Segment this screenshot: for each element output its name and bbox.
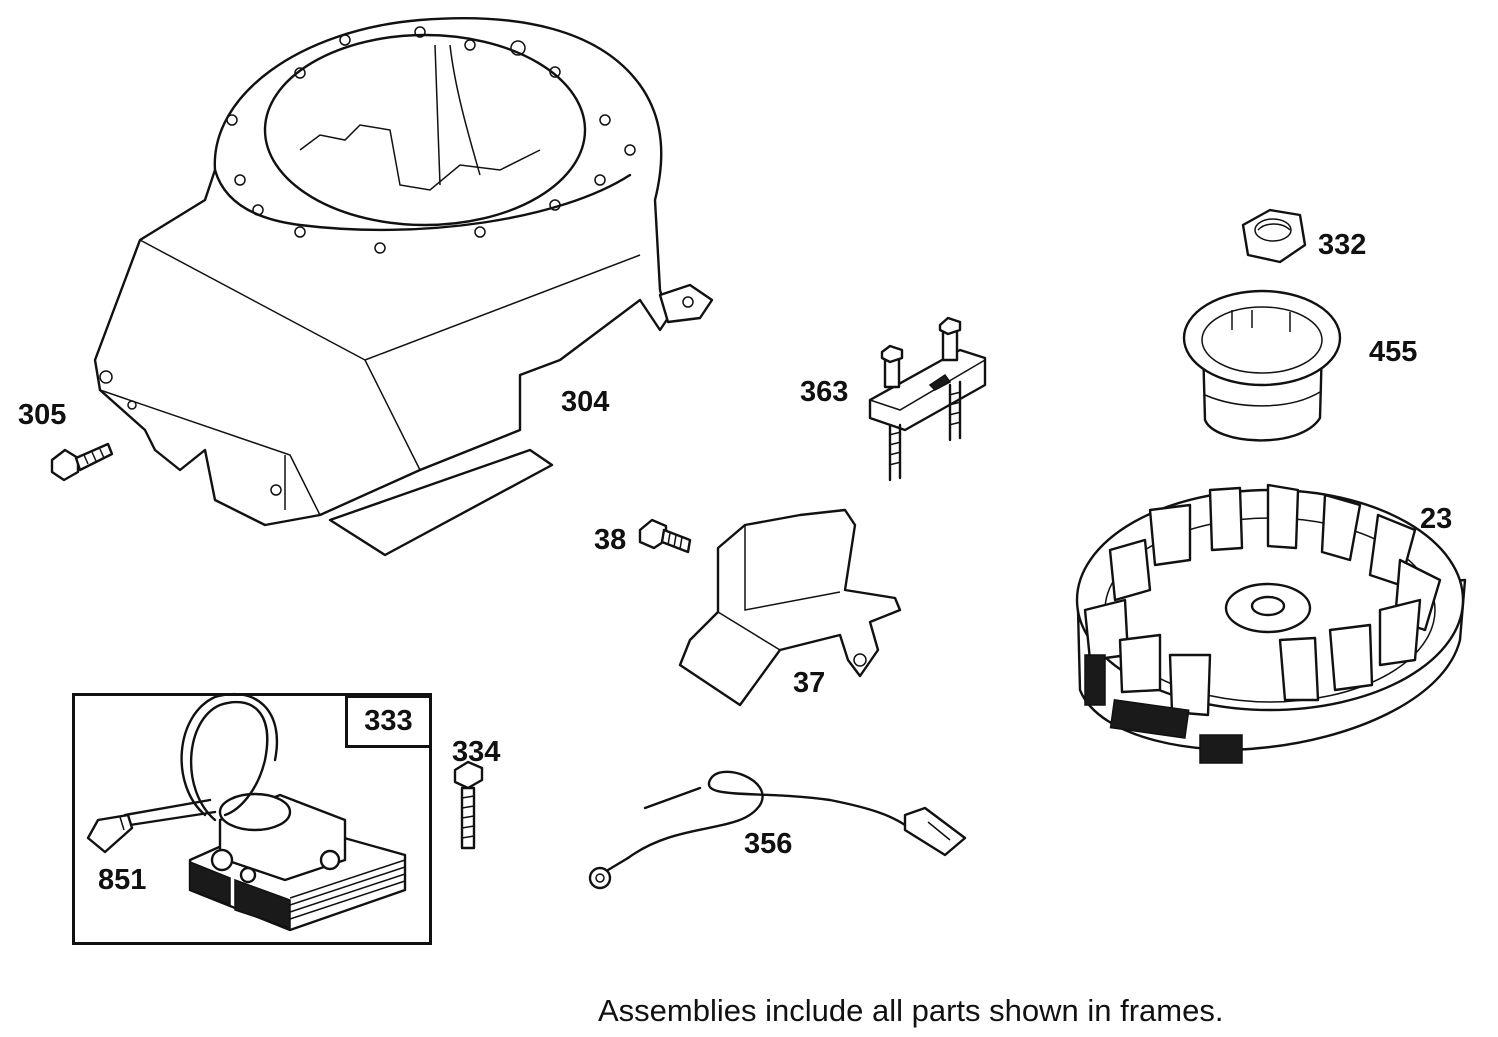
callout-304: 304 — [561, 386, 610, 418]
callout-37: 37 — [793, 667, 826, 699]
nut-part — [1241, 208, 1307, 264]
screw-334-part — [453, 760, 484, 850]
callout-334: 334 — [452, 736, 501, 768]
callout-356: 356 — [744, 828, 793, 860]
assembly-number-box: 333 — [345, 695, 432, 748]
callout-332: 332 — [1318, 229, 1367, 261]
air-guide-part — [678, 508, 902, 707]
blower-housing-part — [93, 17, 714, 557]
callout-851: 851 — [98, 864, 147, 896]
callout-23: 23 — [1420, 503, 1453, 535]
ignition-armature-part — [86, 692, 407, 932]
callout-363: 363 — [800, 376, 849, 408]
callout-455: 455 — [1369, 336, 1418, 368]
callout-38: 38 — [594, 524, 627, 556]
ground-wire-part — [588, 770, 967, 890]
screw-38-part — [638, 518, 692, 554]
screw-305-part — [50, 442, 114, 482]
assembly-number: 333 — [364, 705, 413, 737]
flywheel-part — [1075, 483, 1467, 764]
starter-cup-part — [1182, 289, 1342, 442]
footnote: Assemblies include all parts shown in fr… — [598, 993, 1224, 1028]
assembly-frame — [72, 693, 432, 945]
callout-305: 305 — [18, 399, 67, 431]
terminal-bracket-part — [868, 316, 987, 482]
